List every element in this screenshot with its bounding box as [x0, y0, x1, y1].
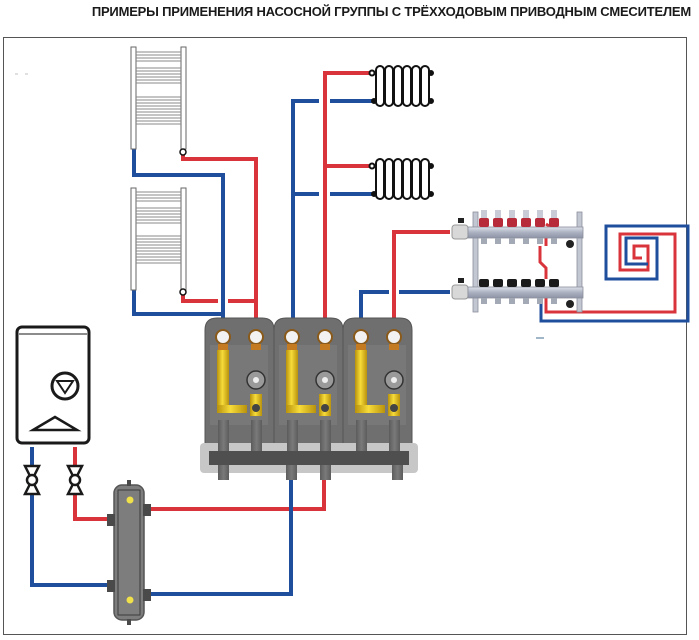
- diagram-frame: [3, 37, 687, 635]
- pump-distributor-header: [200, 420, 418, 480]
- return-pipe-manifold: [359, 290, 389, 322]
- return-pipe-coil: [539, 224, 690, 323]
- shutoff-valve-supply: [65, 464, 85, 496]
- burner-symbol-icon: [28, 415, 82, 432]
- supply-pipe-towel-top: [181, 153, 258, 322]
- supply-pipe-radiators: [323, 71, 370, 322]
- underfloor-manifold: [451, 210, 584, 313]
- return-pipe-towel-bottom: [132, 290, 223, 316]
- section-radiator-bottom: [368, 158, 434, 200]
- supply-pipe-manifold: [392, 230, 450, 322]
- pump-group-1: [204, 317, 275, 449]
- towel-radiator-top: [130, 46, 187, 156]
- return-pipe-radiators: [291, 99, 319, 322]
- manifold-flow-meters: [479, 210, 559, 227]
- towel-radiator-bottom: [130, 187, 187, 296]
- return-pipe-main: [147, 478, 293, 596]
- shutoff-valve-return: [22, 464, 42, 496]
- return-pipe-towel-top: [132, 148, 225, 322]
- pump-group-3: [342, 317, 413, 449]
- section-radiator-top: [368, 65, 434, 107]
- supply-pipe-towel-bottom: [181, 294, 218, 303]
- wall-boiler: [15, 325, 91, 445]
- diagram-title: ПРИМЕРЫ ПРИМЕНЕНИЯ НАСОСНОЙ ГРУППЫ С ТРЁ…: [91, 4, 691, 19]
- pump-symbol-icon: [50, 371, 80, 401]
- supply-pipe-coil: [544, 232, 677, 314]
- supply-pipe-main: [147, 478, 326, 511]
- small-mark: [536, 337, 544, 339]
- manifold-actuator-caps: [479, 279, 559, 287]
- hydraulic-separator: [107, 480, 151, 625]
- faint-marks: [15, 73, 28, 75]
- pump-group-2: [273, 317, 344, 449]
- pipes: [30, 71, 690, 596]
